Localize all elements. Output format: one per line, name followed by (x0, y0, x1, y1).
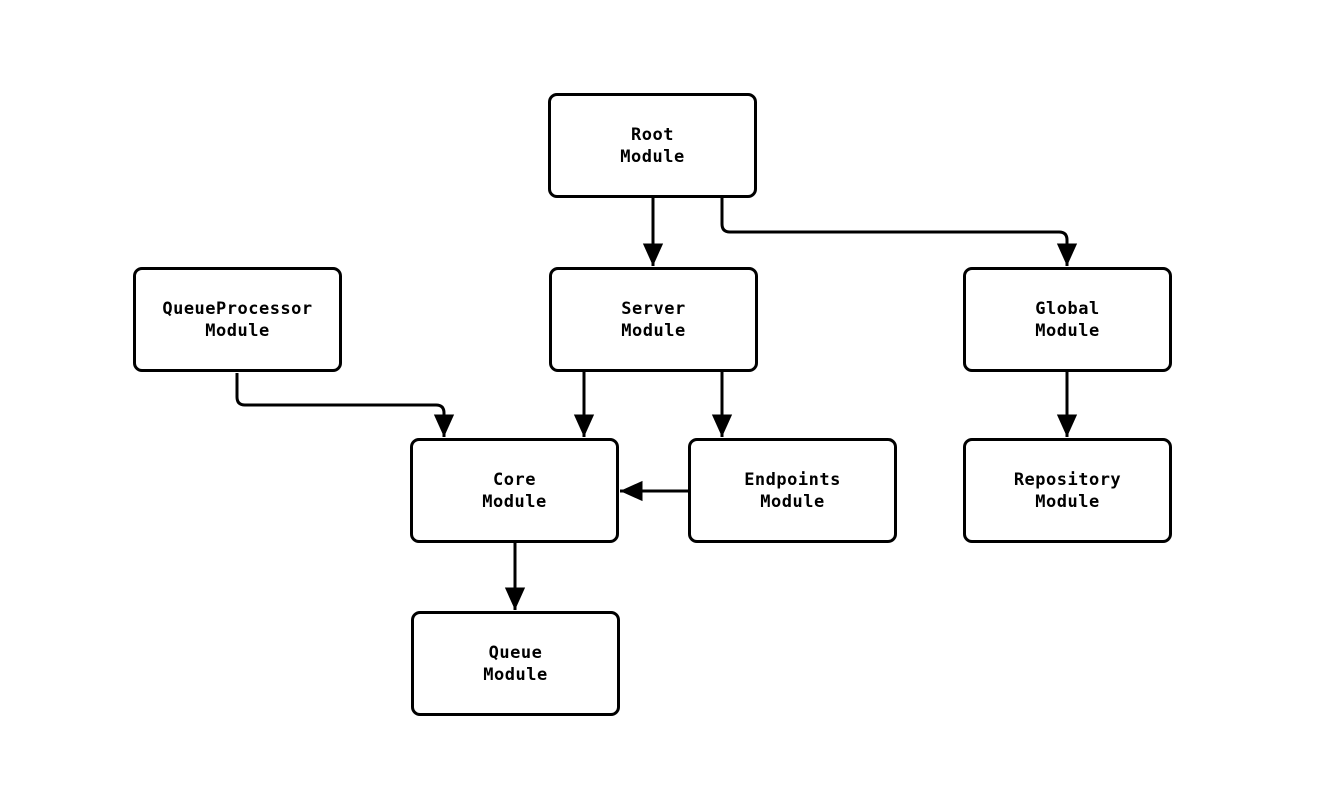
node-label-line1: Server (621, 298, 686, 319)
node-label-line1: Queue (488, 642, 543, 663)
node-label-line1: Core (493, 469, 536, 490)
node-core-module: Core Module (410, 438, 619, 543)
node-endpoints-module: Endpoints Module (688, 438, 897, 543)
node-global-module: Global Module (963, 267, 1172, 372)
node-root-module: Root Module (548, 93, 757, 198)
node-queue-module: Queue Module (411, 611, 620, 716)
node-label-line1: Endpoints (744, 469, 841, 490)
node-repository-module: Repository Module (963, 438, 1172, 543)
node-label-line2: Module (482, 491, 547, 512)
node-label-line2: Module (1035, 491, 1100, 512)
node-label-line1: QueueProcessor (162, 298, 313, 319)
node-queueprocessor-module: QueueProcessor Module (133, 267, 342, 372)
edge-root-to-global-arrow (720, 198, 1078, 266)
node-label-line2: Module (760, 491, 825, 512)
node-label-line2: Module (620, 146, 685, 167)
node-label-line2: Module (205, 320, 270, 341)
node-server-module: Server Module (549, 267, 758, 372)
edge-queueprocessor-to-core-arrow (235, 373, 455, 437)
node-label-line2: Module (483, 664, 548, 685)
node-label-line1: Root (631, 124, 674, 145)
node-label-line1: Global (1035, 298, 1100, 319)
node-label-line1: Repository (1013, 469, 1122, 490)
node-label-line2: Module (621, 320, 686, 341)
node-label-line2: Module (1035, 320, 1100, 341)
